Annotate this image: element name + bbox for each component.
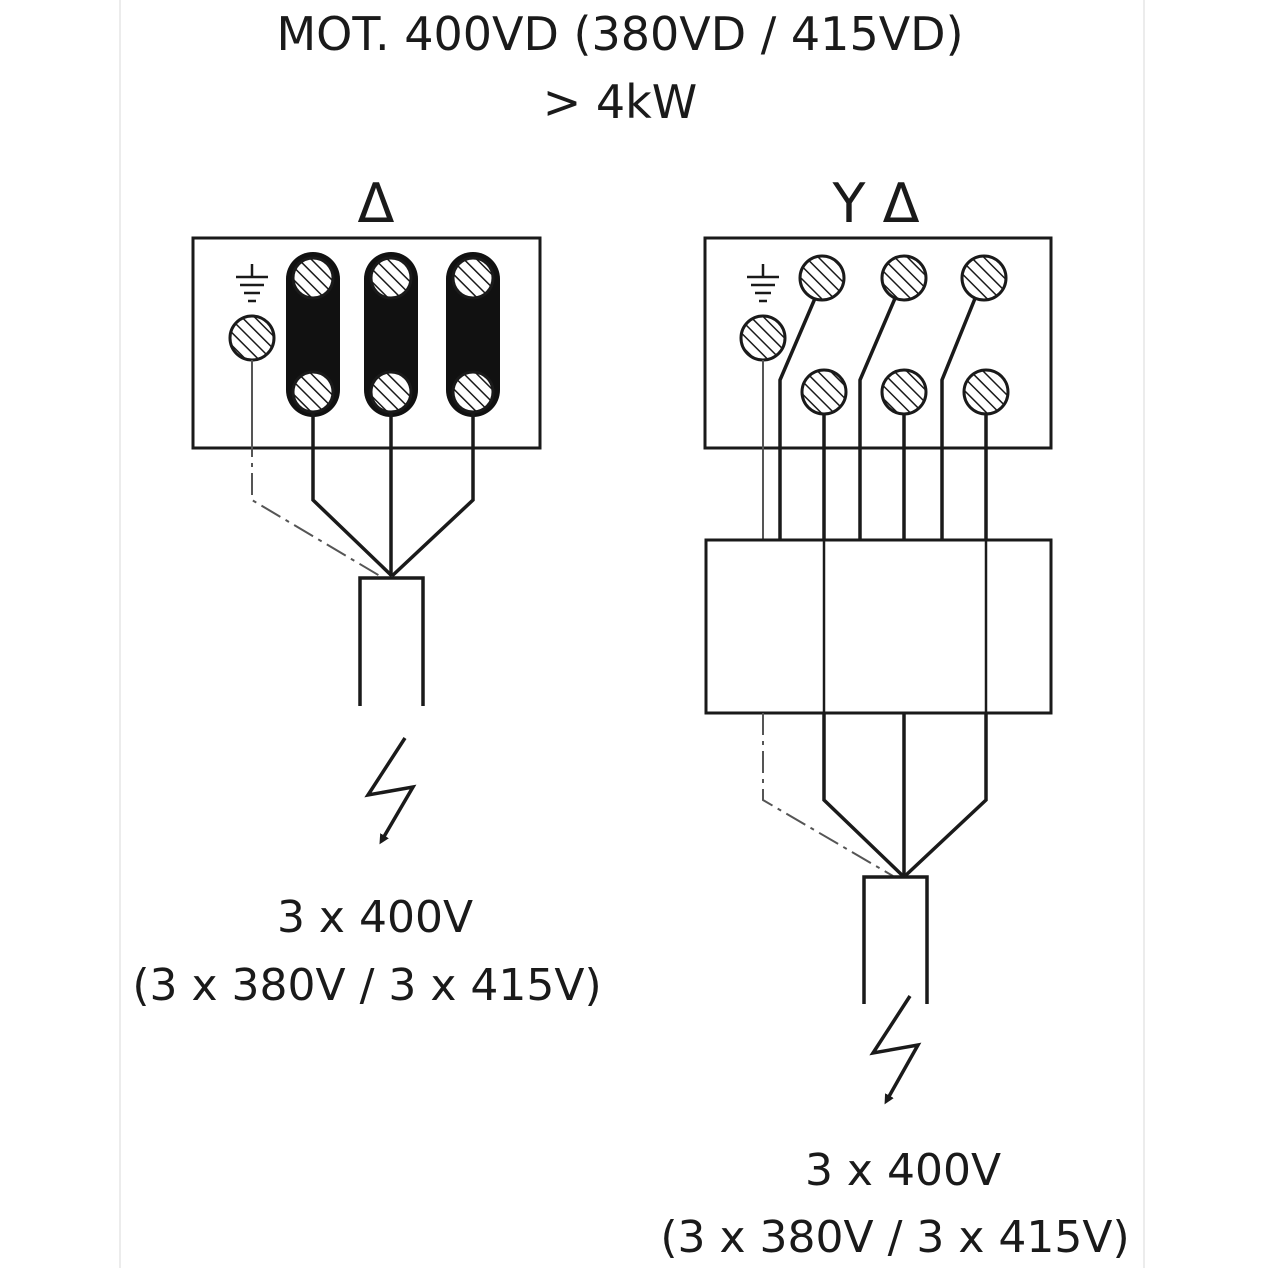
phase-wires [311, 412, 475, 578]
left-supply-line2: (3 x 380V / 3 x 415V) [132, 960, 601, 1011]
terminal-icon [291, 256, 335, 300]
right-connection-symbol: Y Δ [831, 172, 919, 235]
ground-terminal-icon [739, 314, 787, 362]
right-supply-line1: 3 x 400V [805, 1145, 1001, 1196]
ground-wire-dashed [251, 435, 381, 577]
terminal-icon [798, 254, 846, 302]
ground-terminal-icon [228, 314, 276, 362]
starter-box [704, 538, 1053, 715]
right-panel: Y Δ [660, 172, 1129, 1263]
ground-icon [747, 264, 779, 303]
ground-icon [236, 264, 268, 303]
left-terminal-box [191, 236, 542, 450]
left-panel: Δ [132, 172, 601, 1011]
cable-icon [358, 576, 425, 706]
terminal-icon [880, 368, 928, 416]
terminal-icon [451, 256, 495, 300]
terminal-icon [451, 370, 495, 414]
terminal-icon [291, 370, 335, 414]
title-line1: MOT. 400VD (380VD / 415VD) [276, 7, 963, 61]
terminal-icon [962, 368, 1010, 416]
left-connection-symbol: Δ [358, 172, 395, 235]
right-terminal-box [703, 236, 1053, 450]
title-line2: > 4kW [543, 75, 698, 129]
lightning-bolt-icon [869, 995, 922, 1105]
terminal-icon [369, 370, 413, 414]
cable-icon [862, 875, 929, 1004]
left-supply-line1: 3 x 400V [277, 892, 473, 943]
terminal-icon [880, 254, 928, 302]
ground-wire-dashed [762, 713, 894, 877]
terminal-icon [800, 368, 848, 416]
right-supply-line2: (3 x 380V / 3 x 415V) [660, 1212, 1129, 1263]
winding-leads [778, 295, 988, 540]
terminal-icon [369, 256, 413, 300]
lightning-bolt-icon [364, 737, 417, 845]
terminal-icon [960, 254, 1008, 302]
supply-wires [822, 713, 988, 878]
